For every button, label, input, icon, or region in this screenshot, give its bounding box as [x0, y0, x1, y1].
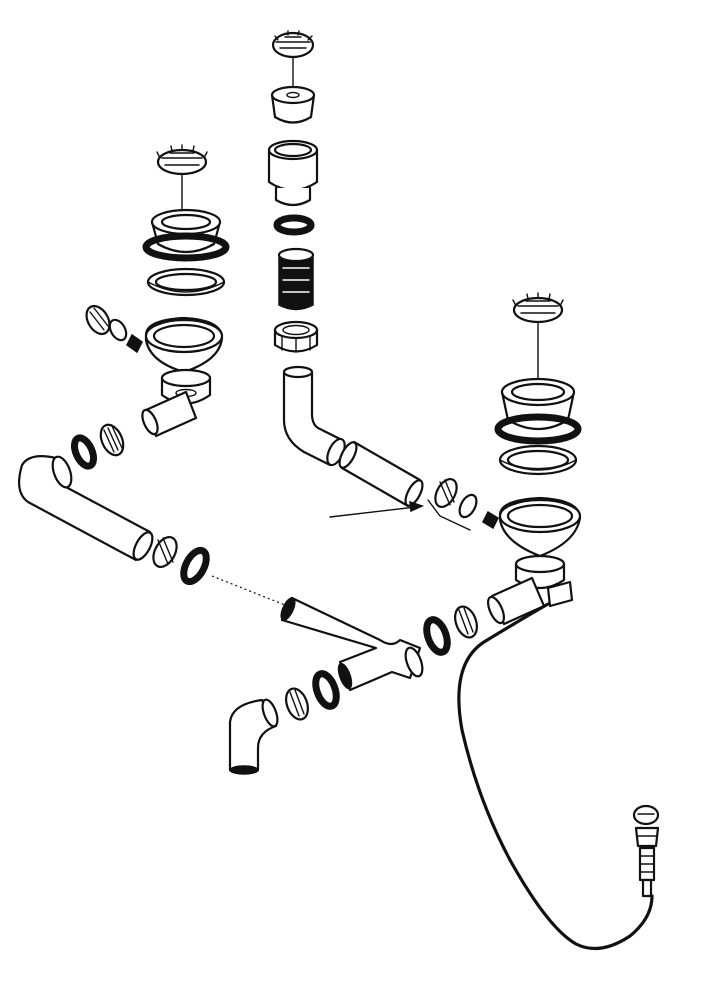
overflow-extension-pipe: [338, 440, 424, 508]
left-outlet-gasket: [70, 434, 98, 470]
left-basket-cup: [150, 208, 222, 254]
left-outlet-nut: [99, 423, 125, 457]
popup-control-knob: [632, 804, 660, 898]
center-left-nut: [285, 687, 309, 721]
center-right-nut: [454, 605, 478, 639]
assembly-guide-line: [211, 575, 286, 606]
center-t-pipe: [280, 596, 424, 692]
overflow-body: [267, 139, 319, 207]
center-left-gasket: [312, 670, 340, 710]
overflow-elbow-pipe: [282, 365, 346, 467]
overflow-gasket: [273, 214, 315, 236]
overflow-connector-black: [277, 247, 315, 311]
left-pipe-gasket: [180, 546, 210, 586]
overflow-strainer-cap: [271, 30, 315, 59]
right-drain-body: [482, 496, 582, 608]
left-overflow-nut: [85, 304, 111, 336]
left-outlet-elbow: [141, 390, 198, 438]
right-outlet-elbow: [486, 576, 546, 626]
callout-arrow: [329, 500, 425, 518]
left-overflow-washer: [108, 318, 128, 342]
left-drain-body: [126, 316, 224, 405]
right-flange: [498, 444, 578, 476]
left-waste-pipe: [17, 455, 154, 562]
right-upper-gasket: [494, 413, 582, 445]
overflow-side-washer: [458, 493, 478, 519]
left-upper-gasket: [142, 232, 230, 262]
center-right-gasket: [423, 616, 451, 656]
left-strainer-basket: [156, 144, 208, 213]
left-pipe-nut: [152, 536, 178, 568]
washer-bracket: [427, 499, 471, 531]
popup-control-cable: [457, 602, 654, 951]
overflow-side-nut: [434, 477, 458, 509]
outlet-elbow: [228, 698, 279, 775]
overflow-nut: [273, 320, 319, 353]
left-flange: [146, 267, 226, 297]
overflow-cup: [270, 85, 316, 124]
